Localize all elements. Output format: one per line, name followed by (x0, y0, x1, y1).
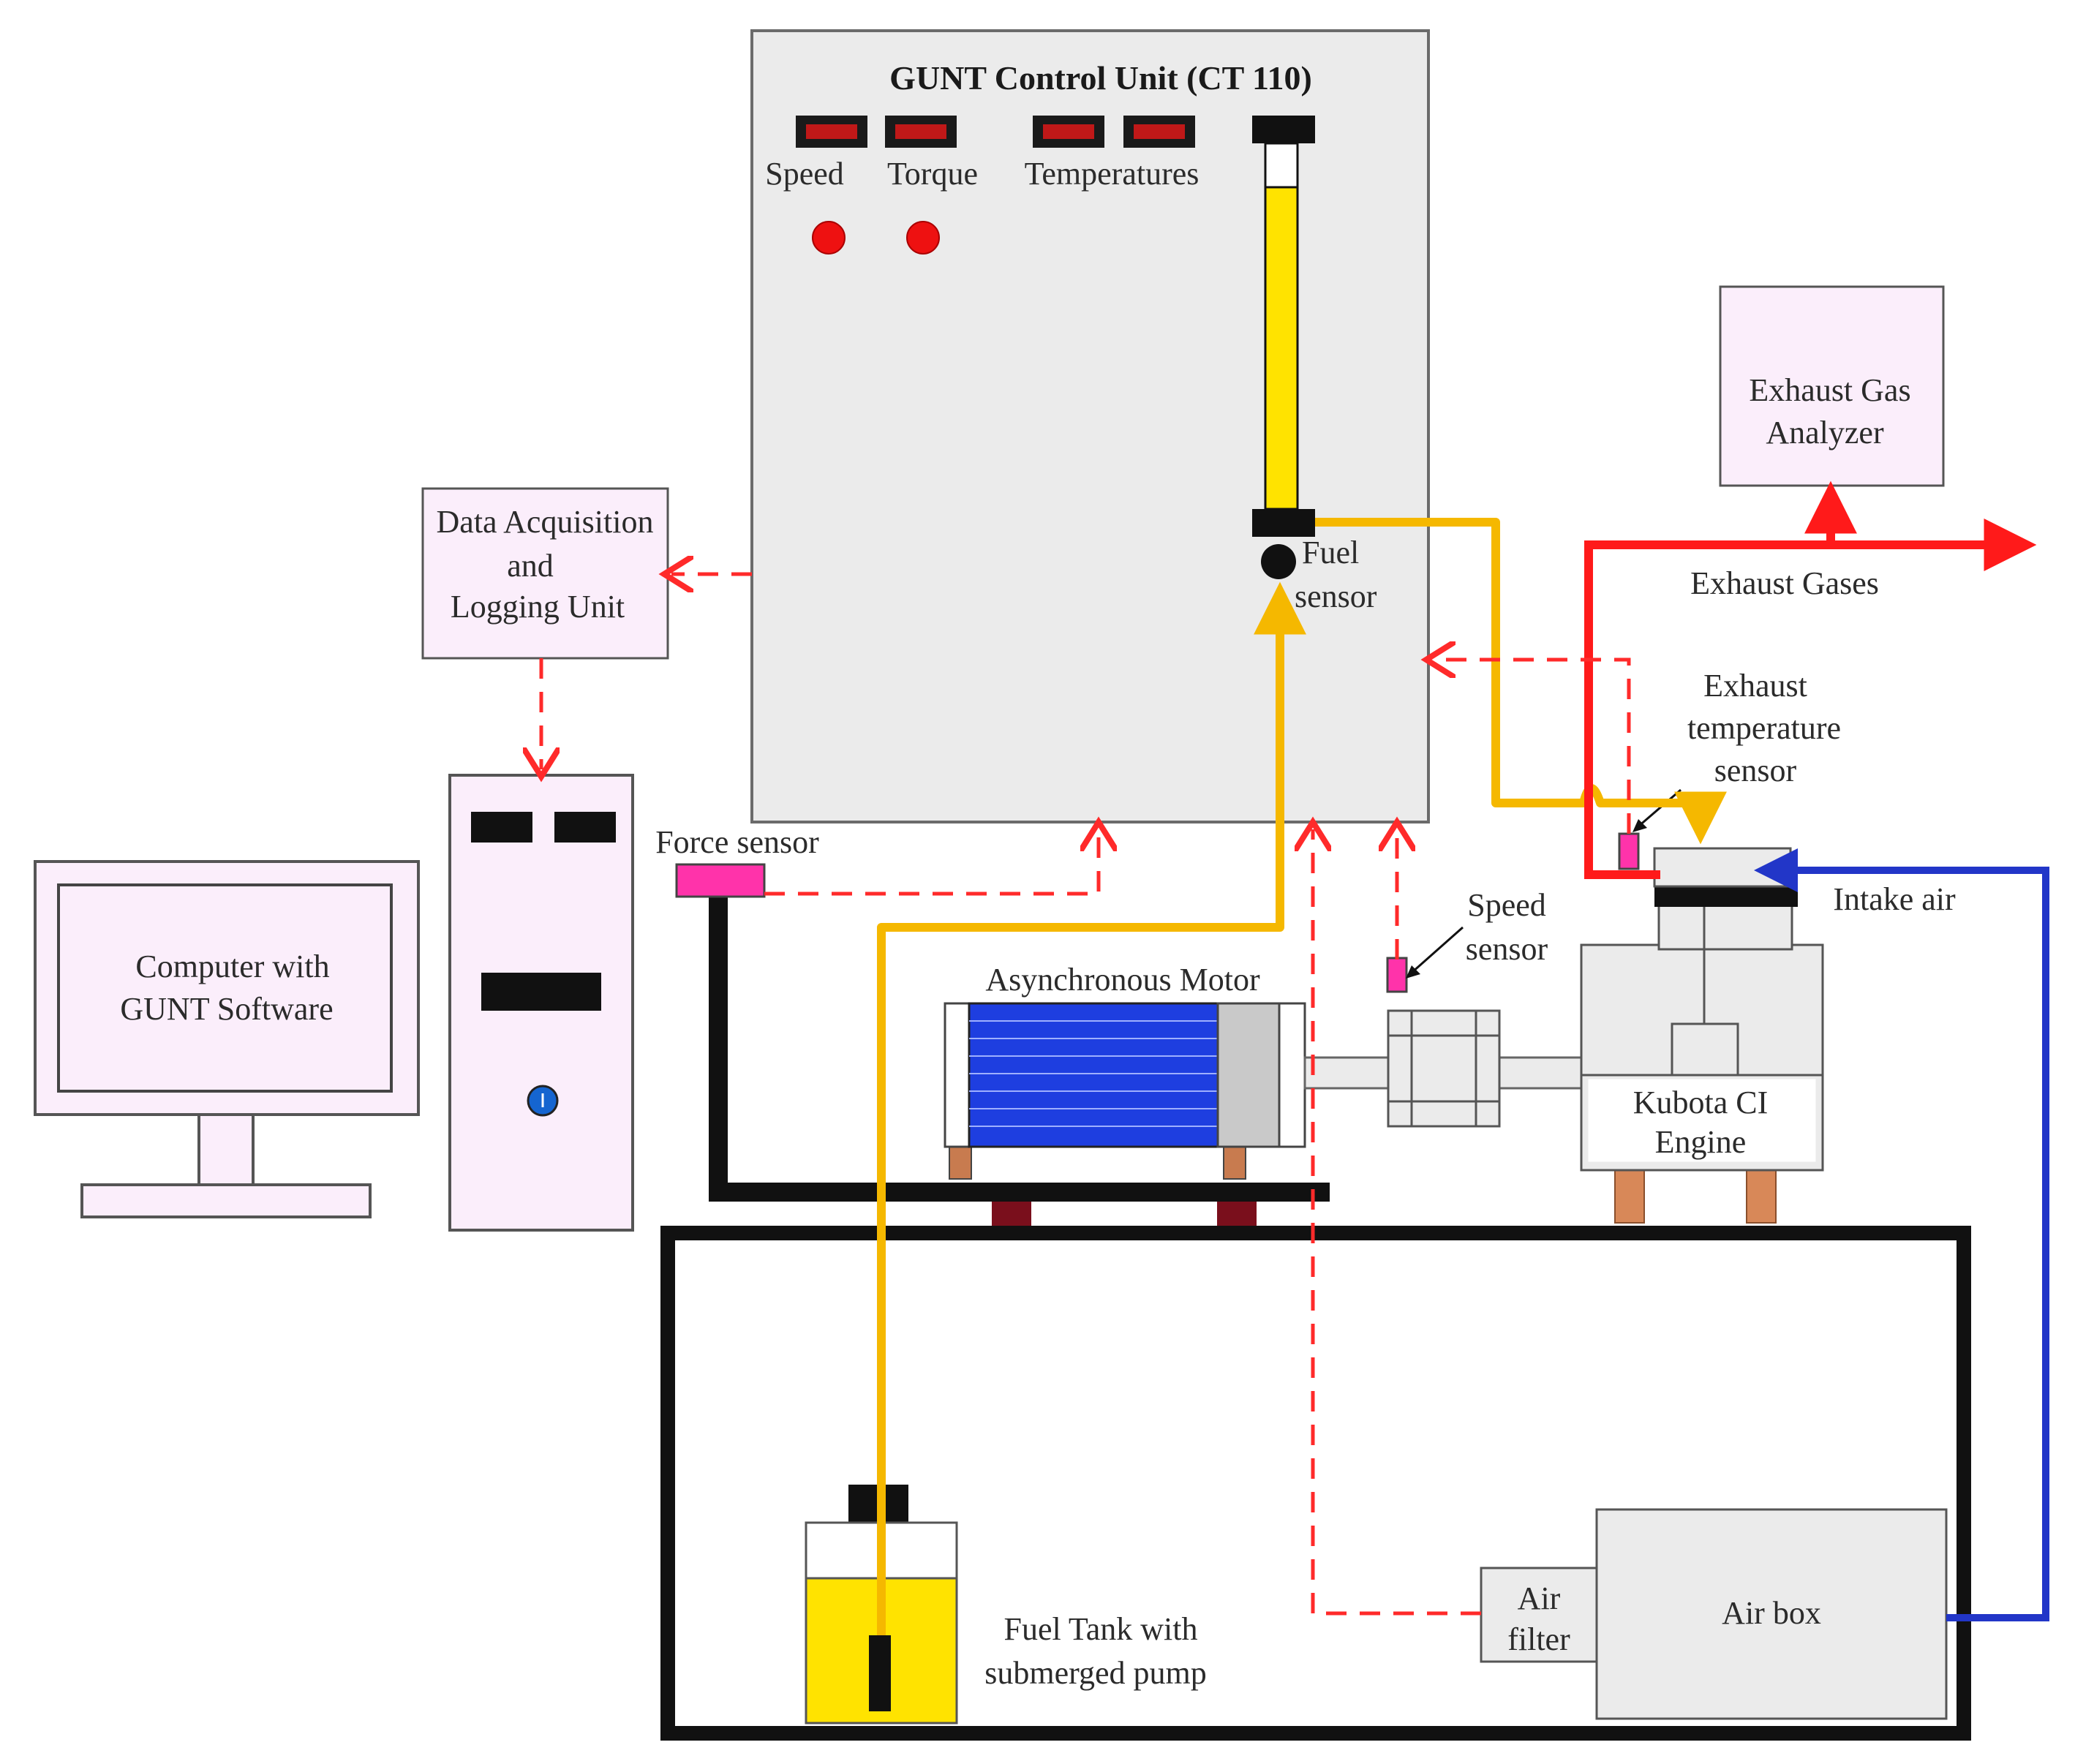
exhaust-analyzer-label-2: Analyzer (1766, 415, 1884, 451)
exhaust-analyzer-label-1: Exhaust Gas (1749, 372, 1910, 408)
exhaust-temp-sensor-label-3: sensor (1714, 753, 1797, 788)
computer-label-1: Computer with (135, 949, 329, 984)
engine-label-2: Engine (1655, 1124, 1747, 1160)
air-box: Air box (1595, 1508, 1948, 1720)
fuel-sensor-label-1: Fuel (1302, 535, 1359, 570)
kubota-engine: Kubota CI Engine (1580, 847, 1824, 1224)
torque-knob (906, 221, 940, 255)
digital-displays (796, 116, 1195, 148)
control-unit-title: GUNT Control Unit (CT 110) (889, 59, 1312, 97)
speed-knob (812, 221, 846, 255)
speed-sensor-icon (1386, 957, 1408, 993)
air-filter-label-1: Air (1518, 1580, 1561, 1616)
intake-air-label: Intake air (1833, 881, 1956, 917)
air-filter-label-2: filter (1507, 1621, 1570, 1657)
fuel-sensor-label-2: sensor (1295, 578, 1377, 614)
force-sensor-label: Force sensor (655, 824, 819, 860)
shaft-coupling (1303, 1009, 1587, 1128)
speed-sensor-pointer (1411, 926, 1464, 974)
signal-lines (541, 574, 1631, 1616)
air-box-label: Air box (1722, 1595, 1821, 1631)
speed-label: Speed (765, 156, 844, 192)
exhaust-gas-analyzer: Exhaust Gas Analyzer (1719, 285, 1945, 487)
computer-tower (448, 774, 634, 1232)
torque-label: Torque (887, 156, 978, 192)
fuel-tank-label-2: submerged pump (984, 1655, 1207, 1691)
data-acquisition-label-2: and (507, 548, 554, 584)
speed-sensor-label-2: sensor (1466, 931, 1548, 967)
exhaust-line (1584, 480, 2037, 879)
fuel-tank-label-1: Fuel Tank with (1004, 1611, 1198, 1647)
temperatures-label: Temperatures (1025, 156, 1200, 192)
torque-arm (709, 891, 1330, 1202)
data-acquisition-label-3: Logging Unit (451, 589, 625, 625)
monitor: Computer with GUNT Software (34, 860, 420, 1218)
air-filter: Air filter (1480, 1567, 1598, 1663)
motor-label: Asynchronous Motor (985, 962, 1260, 998)
exhaust-temperature-sensor-icon (1618, 832, 1640, 870)
computer: Computer with GUNT Software (34, 774, 634, 1232)
exhaust-gases-label: Exhaust Gases (1690, 565, 1879, 601)
data-acquisition-unit: Data Acquisition and Logging Unit (421, 487, 669, 660)
fuel-burette (1252, 116, 1315, 537)
speed-sensor-label-1: Speed (1467, 887, 1546, 923)
control-unit-panel (750, 29, 1430, 823)
asynchronous-motor (944, 1002, 1306, 1180)
fuel-sensor-icon (1261, 544, 1296, 579)
engine-label-1: Kubota CI (1633, 1085, 1769, 1120)
computer-label-2: GUNT Software (120, 991, 333, 1027)
exhaust-temp-sensor-label-2: temperature (1687, 710, 1841, 746)
exhaust-temp-sensor-label-1: Exhaust (1703, 668, 1807, 704)
control-unit: GUNT Control Unit (CT 110) Speed Torque … (750, 29, 1430, 823)
data-acquisition-label-1: Data Acquisition (437, 504, 654, 540)
force-sensor-icon (675, 863, 766, 898)
intake-air-line (1754, 848, 2049, 1621)
